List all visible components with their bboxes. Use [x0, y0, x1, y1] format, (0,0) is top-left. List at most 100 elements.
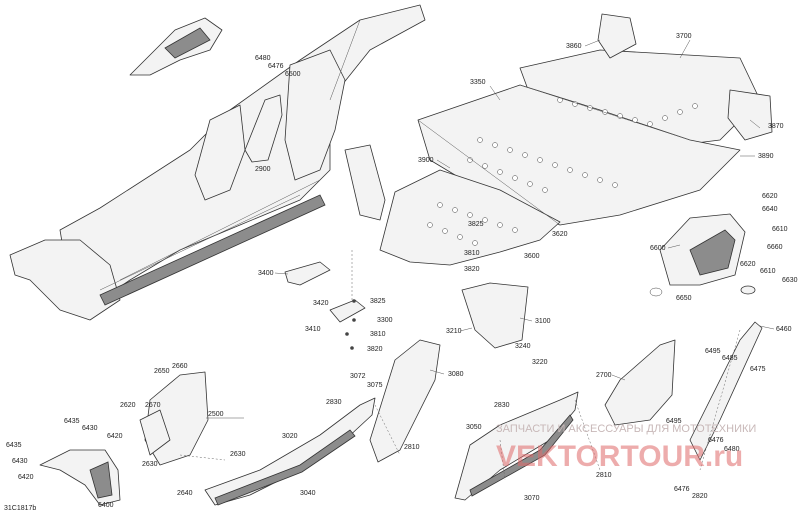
label-6476-b: 6476: [708, 437, 724, 444]
label-2500: 2500: [208, 411, 224, 418]
label-2640: 2640: [177, 490, 193, 497]
label-3420: 3420: [313, 300, 329, 307]
light-6600-lens: [689, 229, 736, 276]
label-6620-a: 6620: [762, 193, 778, 200]
label-3072: 3072: [350, 373, 366, 380]
part-number-labels: 3700 3860 3350 3870 3890 3900 3825 3620 …: [6, 33, 798, 509]
label-3020: 3020: [282, 433, 298, 440]
step-plate-3870: [727, 89, 773, 141]
label-6600: 6600: [650, 245, 666, 252]
label-6495-b: 6495: [666, 418, 682, 425]
label-3825-a: 3825: [468, 221, 484, 228]
label-3410: 3410: [305, 326, 321, 333]
panel-3100: [461, 282, 529, 349]
label-3870: 3870: [768, 123, 784, 130]
panel-2700: [604, 339, 676, 426]
frame-lower-rail: [99, 194, 326, 306]
label-2660: 2660: [172, 363, 188, 370]
label-6610-b: 6610: [760, 268, 776, 275]
label-3400: 3400: [258, 270, 274, 277]
label-3070: 3070: [524, 495, 540, 502]
label-6435-a: 6435: [64, 418, 80, 425]
floor-pan-assembly: [379, 13, 773, 266]
label-3860: 3860: [566, 43, 582, 50]
label-2650: 2650: [154, 368, 170, 375]
bracket-2620: [139, 409, 171, 456]
label-2810-a: 2810: [404, 444, 420, 451]
panel-3080: [369, 339, 441, 463]
rail-6460: [689, 321, 763, 461]
label-6500: 6500: [285, 71, 301, 78]
label-6476-a: 6476: [268, 63, 284, 70]
label-3810-b: 3810: [370, 331, 386, 338]
dashed-leaders: [179, 250, 741, 481]
label-3300: 3300: [377, 317, 393, 324]
label-2700: 2700: [596, 372, 612, 379]
label-3820-b: 3820: [367, 346, 383, 353]
label-3820-a: 3820: [464, 266, 480, 273]
rocker-panel-3050-trim: [469, 414, 574, 497]
label-6460: 6460: [776, 326, 792, 333]
label-2830-b: 2830: [494, 402, 510, 409]
floor-plate-holes: [427, 97, 698, 246]
bracket-3860: [597, 13, 637, 59]
label-2670: 2670: [145, 402, 161, 409]
label-6480-a: 6480: [255, 55, 271, 62]
label-6400: 6400: [98, 502, 114, 509]
label-3220: 3220: [532, 359, 548, 366]
rocker-panel-3020: [204, 397, 376, 506]
frame-front-section: [9, 239, 121, 321]
label-6480-b: 6480: [724, 446, 740, 453]
grommet-6650: [649, 287, 663, 297]
bracket-3300: [329, 299, 366, 323]
label-6435-b: 6435: [6, 442, 22, 449]
label-6430-a: 6430: [82, 425, 98, 432]
label-2900: 2900: [255, 166, 271, 173]
rocker-panel-3020-trim: [214, 429, 356, 506]
label-2810-b: 2810: [596, 472, 612, 479]
label-3600: 3600: [524, 253, 540, 260]
diagram-code: 31C1817b: [4, 505, 36, 512]
label-2630-a: 2630: [230, 451, 246, 458]
label-3700: 3700: [676, 33, 692, 40]
label-2630-b: 2630: [142, 461, 158, 468]
label-3050: 3050: [466, 424, 482, 431]
label-3080: 3080: [448, 371, 464, 378]
label-2620: 2620: [120, 402, 136, 409]
label-3100: 3100: [535, 318, 551, 325]
label-6640: 6640: [762, 206, 778, 213]
label-2820: 2820: [692, 493, 708, 500]
label-6630: 6630: [782, 277, 798, 284]
side-panel-3300-upper: [344, 144, 386, 221]
label-3240: 3240: [515, 343, 531, 350]
bracket-2900: [244, 94, 283, 163]
label-6430-b: 6430: [12, 458, 28, 465]
label-3810-a: 3810: [464, 250, 480, 257]
label-6476-c: 6476: [674, 486, 690, 493]
label-3900: 3900: [418, 157, 434, 164]
label-6420-b: 6420: [18, 474, 34, 481]
label-leaders: [206, 39, 775, 419]
label-3075: 3075: [367, 382, 383, 389]
label-6620-b: 6620: [740, 261, 756, 268]
label-3825-b: 3825: [370, 298, 386, 305]
upper-left-cover-inner: [164, 27, 211, 59]
label-3350: 3350: [470, 79, 486, 86]
label-6485: 6485: [722, 355, 738, 362]
label-6650: 6650: [676, 295, 692, 302]
frame-rear-section: [284, 49, 346, 181]
label-6610-a: 6610: [772, 226, 788, 233]
label-3210: 3210: [446, 328, 462, 335]
label-6660: 6660: [767, 244, 783, 251]
label-6420-a: 6420: [107, 433, 123, 440]
watermark-logo: VEKTORTOUR.ru: [496, 440, 743, 473]
bracket-3400: [284, 261, 331, 286]
watermark-text: ЗАПЧАСТИ И АКСЕССУАРЫ ДЛЯ МОТОТЕХНИКИ: [496, 423, 756, 435]
frame-upright: [194, 104, 246, 201]
label-3040: 3040: [300, 490, 316, 497]
frame-assembly: [9, 4, 426, 321]
label-2830-a: 2830: [326, 399, 342, 406]
panel-6400-inner: [89, 461, 113, 499]
label-6475: 6475: [750, 366, 766, 373]
label-3620: 3620: [552, 231, 568, 238]
